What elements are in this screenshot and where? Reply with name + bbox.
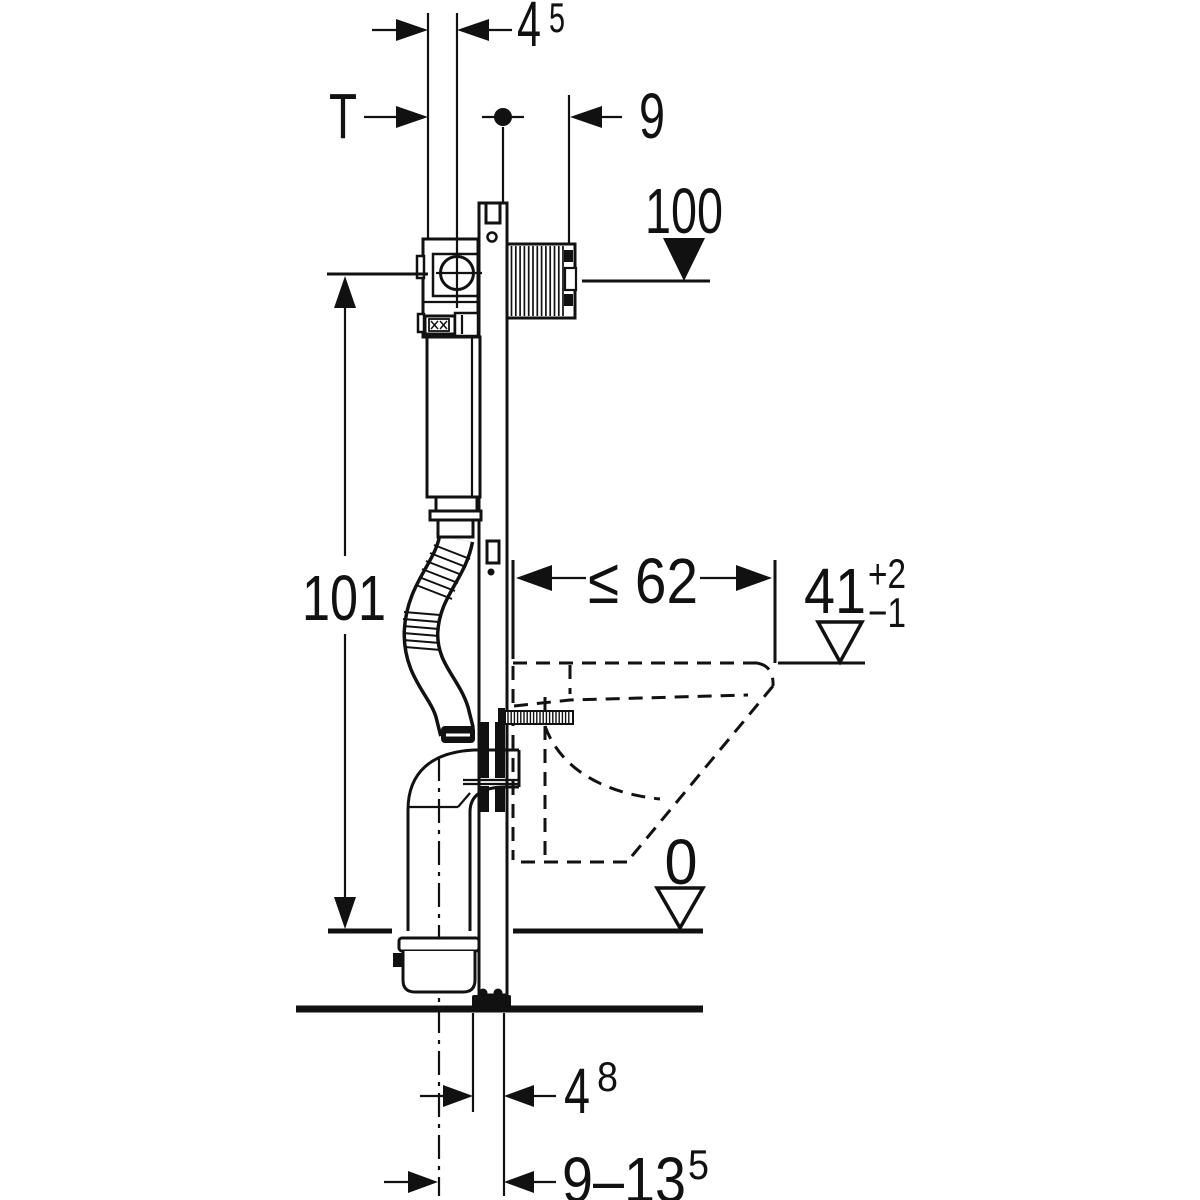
rail-mid-slot: [485, 539, 501, 565]
level-41-tol-minus: −1: [868, 589, 906, 636]
level-41-tol-plus: +2: [868, 550, 906, 597]
dim-outlet-height-range-sup: 5: [688, 1141, 709, 1188]
level-0-value: 0: [665, 826, 698, 898]
level-marker-open-icon: [653, 886, 707, 932]
level-marker-open-icon: [815, 620, 865, 666]
pipe-corrugation-lower: [402, 611, 442, 651]
frame-rail: [477, 201, 509, 997]
dim-outlet-offset: 4 8: [420, 1053, 618, 1127]
level-41: 41 +2 −1: [778, 550, 906, 666]
flush-valve-connector: [423, 311, 480, 338]
arrowhead: [396, 19, 428, 41]
protection-box-hatch: [510, 246, 564, 316]
axis-dot: [494, 108, 512, 126]
arrowhead: [334, 897, 356, 929]
drain-elbow: [406, 748, 521, 931]
level-41-value: 41: [804, 555, 866, 627]
dim-pan-depth-value: ≤ 62: [588, 545, 698, 617]
arrowhead: [408, 1171, 438, 1193]
arrowhead: [334, 276, 356, 308]
cistern-outlet-flange: [428, 495, 483, 539]
protection-box: [505, 242, 578, 320]
arrowhead: [396, 106, 428, 128]
dim-top-offset-sup: 5: [549, 0, 565, 41]
dim-box-depth-value: 9: [639, 80, 665, 152]
dim-wall-thickness: T: [329, 80, 428, 152]
foot-plate: [472, 988, 511, 1008]
level-marker-filled-icon: [663, 238, 705, 281]
actuation-axis-marker: [482, 108, 524, 202]
flush-bend-pipe: [402, 534, 475, 743]
cistern: [415, 237, 482, 499]
rail-mid-hole: [487, 568, 495, 576]
dim-wall-thickness-label: T: [329, 80, 357, 152]
floor-lines: [296, 928, 703, 1196]
drain-socket-box: [393, 936, 481, 994]
dim-top-offset: 4 5: [372, 0, 565, 308]
pan-seat-line: [513, 693, 749, 708]
dim-frame-height-value: 101: [302, 562, 386, 634]
pipe-corrugation-upper: [415, 544, 471, 600]
protection-box-notch: [563, 266, 578, 292]
dim-outlet-offset-sup: 8: [597, 1053, 618, 1100]
level-0: 0: [653, 826, 707, 932]
dim-outlet-height-range-value: 9–13: [562, 1144, 686, 1200]
dim-frame-height: 101: [302, 272, 428, 929]
level-100-value: 100: [645, 175, 723, 247]
threaded-rod: [498, 708, 574, 727]
dim-outlet-offset-value: 4: [564, 1055, 590, 1127]
arrowhead: [504, 1171, 534, 1193]
dim-top-offset-value: 4: [517, 0, 541, 60]
arrowhead: [736, 565, 772, 591]
arrowhead: [457, 19, 489, 41]
arrowhead: [570, 106, 602, 128]
arrowhead: [516, 565, 552, 591]
pan-bowl-curve: [543, 725, 661, 801]
dim-pan-depth: ≤ 62: [511, 545, 777, 663]
wc-pan-outline: [511, 661, 775, 864]
dim-box-depth: 9: [567, 80, 665, 244]
arrowhead: [443, 1085, 473, 1107]
level-100: 100: [582, 175, 723, 283]
rail-hole: [486, 231, 498, 243]
rail-top-slot: [484, 201, 502, 225]
dim-outlet-height-range: 9–13 5: [384, 1141, 709, 1200]
arrowhead: [504, 1085, 534, 1107]
